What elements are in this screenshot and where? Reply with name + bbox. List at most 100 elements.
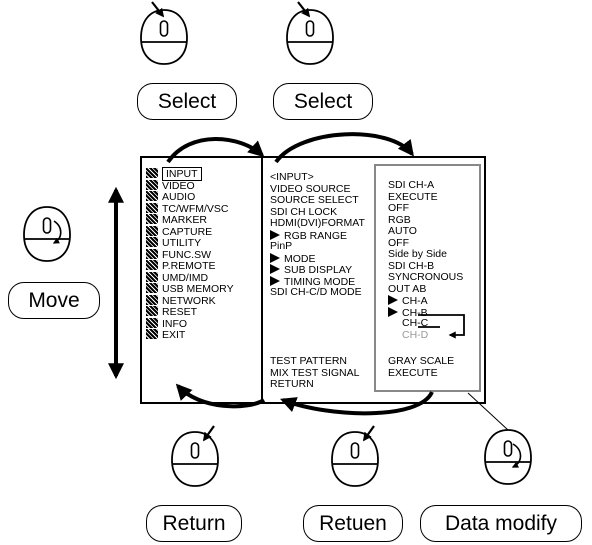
value-syncronous[interactable]: SYNCRONOUS	[388, 271, 464, 283]
submenu-item-timing-mode[interactable]: TIMING MODE	[270, 275, 365, 287]
main-menu-item-label: INPUT	[162, 167, 202, 181]
value-gray-scale[interactable]: GRAY SCALE	[388, 355, 455, 367]
main-menu-item-label: NETWORK	[162, 294, 216, 307]
value-ch-d: CH-D	[388, 328, 463, 342]
submenu-item-label: RGB RANGE	[284, 229, 348, 242]
submenu-item-rgb-range[interactable]: RGB RANGE	[270, 229, 365, 242]
main-menu-item-tc-wfm-vsc[interactable]: TC/WFM/VSC	[146, 202, 234, 215]
main-menu-item-label: FUNC.SW	[162, 248, 211, 261]
value-ch-a[interactable]: CH-A	[388, 295, 463, 307]
value-off[interactable]: OFF	[388, 202, 409, 214]
arrow-return-to-left	[175, 383, 266, 409]
value-off[interactable]: OFF	[388, 236, 409, 249]
data-column-frame	[374, 164, 481, 392]
submenu-arrow-icon	[270, 229, 280, 240]
main-menu-item-audio[interactable]: AUDIO	[146, 191, 234, 203]
main-menu-item-reset[interactable]: RESET	[146, 306, 234, 318]
submenu-item-mix-test-signal[interactable]: MIX TEST SIGNAL	[270, 366, 360, 379]
capture-icon	[146, 225, 158, 236]
return-callout: Return	[146, 505, 242, 542]
main-menu-item-info[interactable]: INFO	[146, 317, 234, 330]
main-menu-item-label: P.REMOTE	[162, 260, 216, 272]
main-menu-item-label: INFO	[162, 317, 188, 330]
main-menu-item-label: UMD/IMD	[162, 271, 209, 284]
main-menu-item-network[interactable]: NETWORK	[146, 294, 234, 307]
main-menu-item-label: UTILITY	[162, 237, 202, 249]
submenu-item-return[interactable]: RETURN	[270, 378, 314, 390]
waveform-icon	[146, 202, 158, 213]
submenu-item-pinp: PinP	[270, 240, 293, 252]
value-label: CH-A	[402, 295, 428, 307]
network-icon	[146, 294, 158, 305]
mouse-scroll-icon-data-modify	[467, 392, 532, 485]
function-switch-icon	[146, 248, 158, 259]
arrow-select-to-right	[274, 132, 414, 164]
submenu-arrow-icon	[270, 264, 280, 274]
value-out-ab[interactable]: OUT AB	[388, 282, 427, 295]
main-menu-item-label: USB MEMORY	[162, 283, 234, 295]
main-menu-item-capture[interactable]: CAPTURE	[146, 225, 234, 238]
value-label: CH-C	[402, 317, 429, 329]
audio-icon	[146, 191, 158, 201]
value-label: CH-B	[402, 306, 428, 319]
submenu-arrow-icon	[270, 275, 280, 286]
umd-icon	[146, 271, 158, 282]
submenu-item-sdi-ch-lock[interactable]: SDI CH LOCK	[270, 205, 338, 218]
submenu-item-video-source[interactable]: VIDEO SOURCE	[270, 182, 351, 195]
value-rgb[interactable]: RGB	[388, 213, 411, 226]
main-menu-item-exit[interactable]: EXIT	[146, 329, 234, 341]
move-callout: Move	[8, 282, 100, 319]
main-menu-item-label: AUDIO	[162, 191, 196, 203]
submenu-item-sub-display[interactable]: SUB DISPLAY	[270, 264, 365, 276]
remote-icon	[146, 260, 158, 270]
submenu-item-test-pattern[interactable]: TEST PATTERN	[270, 355, 348, 367]
select-callout-left: Select	[137, 83, 237, 120]
main-menu-item-umd-imd[interactable]: UMD/IMD	[146, 271, 234, 284]
value-auto[interactable]: AUTO	[388, 225, 417, 237]
value-execute[interactable]: EXECUTE	[388, 190, 438, 203]
main-menu-item-label: EXIT	[162, 329, 186, 341]
main-menu-item-video[interactable]: VIDEO	[146, 179, 234, 192]
value-sdi-ch-b[interactable]: SDI CH-B	[388, 259, 435, 272]
arrow-return-to-middle	[280, 390, 434, 416]
main-menu-item-label: CAPTURE	[162, 225, 213, 238]
main-menu-item-func-sw[interactable]: FUNC.SW	[146, 248, 234, 261]
main-menu-item-usb-memory[interactable]: USB MEMORY	[146, 283, 234, 295]
reset-icon	[146, 306, 158, 316]
main-menu-item-input[interactable]: INPUT	[146, 167, 234, 181]
mouse-click-icon-right	[286, 1, 334, 65]
exit-icon	[146, 329, 158, 339]
value-ch-c[interactable]: CH-C	[388, 317, 463, 330]
main-menu-list: INPUT VIDEO AUDIO TC/WFM/VSC MARKER CAPT…	[146, 167, 234, 341]
video-icon	[146, 179, 158, 190]
submenu-item-sdi-ch-cd-mode[interactable]: SDI CH-C/D MODE	[270, 286, 362, 298]
submenu-item-source-select[interactable]: SOURCE SELECT	[270, 194, 359, 206]
value-label: CH-D	[402, 328, 429, 341]
submenu-item-hdmi-format[interactable]: HDMI(DVI)FORMAT	[270, 217, 365, 229]
main-menu-item-marker[interactable]: MARKER	[146, 214, 234, 226]
mouse-click-icon-left	[140, 1, 188, 65]
value-execute-bottom[interactable]: EXECUTE	[388, 366, 438, 379]
input-icon	[146, 168, 158, 178]
submenu-header: <INPUT>	[270, 171, 314, 183]
data-value-bottom: GRAY SCALE EXECUTE	[388, 355, 455, 379]
value-side-by-side[interactable]: Side by Side	[388, 248, 447, 260]
input-submenu-list: <INPUT> VIDEO SOURCE SOURCE SELECT SDI C…	[270, 171, 365, 299]
selected-arrow-icon	[388, 295, 398, 305]
input-submenu-bottom: TEST PATTERN MIX TEST SIGNAL RETURN	[270, 355, 360, 391]
channel-routing-lines	[418, 314, 465, 339]
main-menu-item-label: RESET	[162, 306, 198, 318]
submenu-item-label: SUB DISPLAY	[284, 264, 353, 276]
marker-icon	[146, 214, 158, 224]
submenu-arrow-icon	[270, 252, 280, 263]
value-sdi-ch-a[interactable]: SDI CH-A	[388, 179, 435, 191]
submenu-item-label: MODE	[284, 252, 316, 265]
main-menu-item-p-remote[interactable]: P.REMOTE	[146, 260, 234, 272]
info-icon	[146, 317, 158, 328]
main-menu-item-utility[interactable]: UTILITY	[146, 237, 234, 249]
main-menu-item-label: VIDEO	[162, 179, 195, 192]
value-ch-b[interactable]: CH-B	[388, 306, 463, 319]
submenu-item-mode[interactable]: MODE	[270, 252, 365, 265]
main-menu-item-label: TC/WFM/VSC	[162, 202, 229, 215]
